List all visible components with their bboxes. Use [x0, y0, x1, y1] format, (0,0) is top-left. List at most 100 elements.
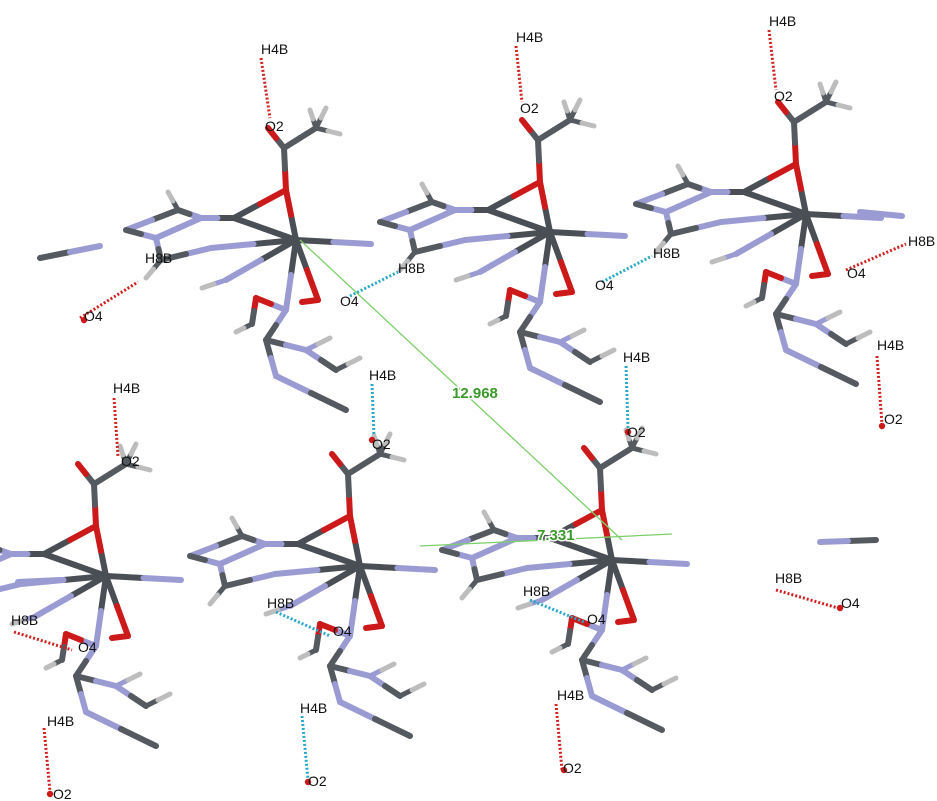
ring-bond	[318, 357, 339, 373]
hydrogen-bond-red	[79, 280, 139, 320]
ring-bond	[589, 627, 605, 648]
metal-oxygen-bond	[542, 204, 553, 235]
ring-bond	[222, 577, 253, 589]
metal-oxygen-bond	[537, 179, 548, 210]
metal-nitrogen-bond	[33, 593, 74, 619]
ring-bond	[773, 311, 784, 335]
metal-oxygen-bond	[321, 513, 353, 533]
ring-bond	[273, 373, 314, 396]
metal-oxygen-bond	[98, 548, 109, 579]
bonds-layer	[0, 79, 905, 749]
metal-nitrogen-bond	[140, 575, 184, 583]
chain-end-bond	[857, 209, 884, 217]
ring-bond	[527, 365, 568, 388]
c-h-bond	[579, 120, 597, 129]
atom-label-o4: O4	[841, 595, 860, 611]
ring-bond	[73, 673, 84, 697]
metal-nitrogen-bond	[103, 573, 147, 581]
metal-oxygen-bond	[352, 538, 363, 569]
ring-bond	[149, 207, 181, 223]
hydrogen-bond-cyan	[624, 365, 630, 429]
ring-bond	[813, 321, 834, 337]
n-h-bond	[9, 617, 27, 627]
carbonyl-bond	[615, 618, 629, 625]
ring-bond	[783, 347, 824, 370]
atom-label-h4b: H4B	[369, 367, 396, 383]
ring-bond	[619, 667, 640, 683]
atom-label-h8b: H8B	[653, 245, 680, 261]
c-h-bond	[389, 454, 407, 463]
c-h-bond	[155, 691, 173, 703]
ring-bond	[469, 545, 498, 561]
metal-nitrogen-bond	[93, 608, 104, 649]
hydrogen-bond-red	[875, 355, 884, 425]
oxygen-atom-dot	[368, 436, 376, 444]
ring-bond	[128, 693, 149, 709]
atom-label-o2: O2	[53, 786, 72, 801]
metal-nitrogen-bond	[68, 573, 109, 599]
metal-nitrogen-bond	[547, 229, 591, 237]
atom-label-o2: O2	[884, 411, 903, 427]
ring-bond	[557, 339, 578, 355]
hydrogen-bond-red	[112, 397, 120, 457]
atom-label-h8b: H8B	[775, 570, 802, 586]
metal-nitrogen-bond	[462, 233, 511, 243]
ring-bond	[491, 535, 520, 551]
c-h-bond	[135, 464, 153, 473]
atom-label-o4: O4	[847, 265, 866, 281]
metal-nitrogen-bond	[733, 231, 774, 257]
hydrogen-bond-cyan	[300, 715, 310, 781]
atom-label-o2: O2	[308, 773, 327, 789]
metal-nitrogen-bond	[98, 573, 109, 614]
ring-bond	[818, 364, 859, 387]
metal-nitrogen-bond	[599, 592, 610, 633]
c-h-bond	[397, 258, 410, 273]
n-h-bond	[125, 671, 143, 683]
c-h-bond	[409, 681, 427, 693]
atom-label-h8b: H8B	[908, 233, 935, 249]
c-h-bond	[835, 102, 853, 111]
atom-label-h4b: H4B	[769, 13, 796, 29]
acetate-bond	[346, 492, 353, 519]
metal-oxygen-bond	[368, 593, 385, 629]
ring-bond	[239, 541, 268, 557]
atom-label-h8b: H8B	[267, 595, 294, 611]
acetate-bond	[598, 486, 605, 513]
metal-oxygen-bond	[511, 179, 543, 199]
ring-bond	[83, 709, 124, 732]
acetate-bond	[519, 117, 533, 133]
atom-label-o2: O2	[372, 436, 391, 452]
metal-bond	[295, 541, 332, 558]
ring-bond	[0, 551, 14, 563]
ring-bond	[668, 225, 699, 237]
metal-nitrogen-bond	[330, 239, 374, 247]
distance-line-long	[299, 239, 623, 541]
ring-bond	[579, 657, 590, 681]
metal-nitrogen-bond	[347, 598, 358, 639]
c-h-bond	[207, 592, 220, 607]
metal-oxygen-bond	[114, 603, 131, 639]
hydrogen-bond-cyan	[370, 383, 376, 437]
atom-label-h4b: H4B	[877, 337, 904, 353]
atom-labels-layer: H4B O2 H4B O2 H4B O2 H8B O4 H8B O4 H8B O…	[11, 13, 935, 801]
metal-oxygen-bond	[793, 161, 804, 192]
metal-nitrogen-bond	[512, 229, 553, 255]
c-h-bond	[143, 266, 156, 281]
ring-bond	[118, 726, 159, 749]
n-h-bond	[379, 661, 397, 673]
metal-nitrogen-bond	[609, 557, 653, 565]
n-h-bond	[569, 327, 587, 339]
acetate-bond	[536, 158, 543, 185]
n-h-bond	[709, 255, 727, 265]
atom-label-h4b: H4B	[516, 29, 543, 45]
oxygen-atom-dot	[560, 766, 568, 774]
c-h-bond	[661, 675, 679, 687]
metal-nitrogen-bond	[537, 264, 548, 305]
ring-bond	[522, 347, 533, 371]
ring-bond	[113, 683, 134, 699]
chain-end-bond	[37, 249, 73, 261]
atom-label-o4: O4	[333, 623, 352, 639]
metal-oxygen-bond	[620, 587, 637, 623]
metal-oxygen-bond	[283, 187, 294, 218]
ring-bond	[0, 581, 24, 593]
